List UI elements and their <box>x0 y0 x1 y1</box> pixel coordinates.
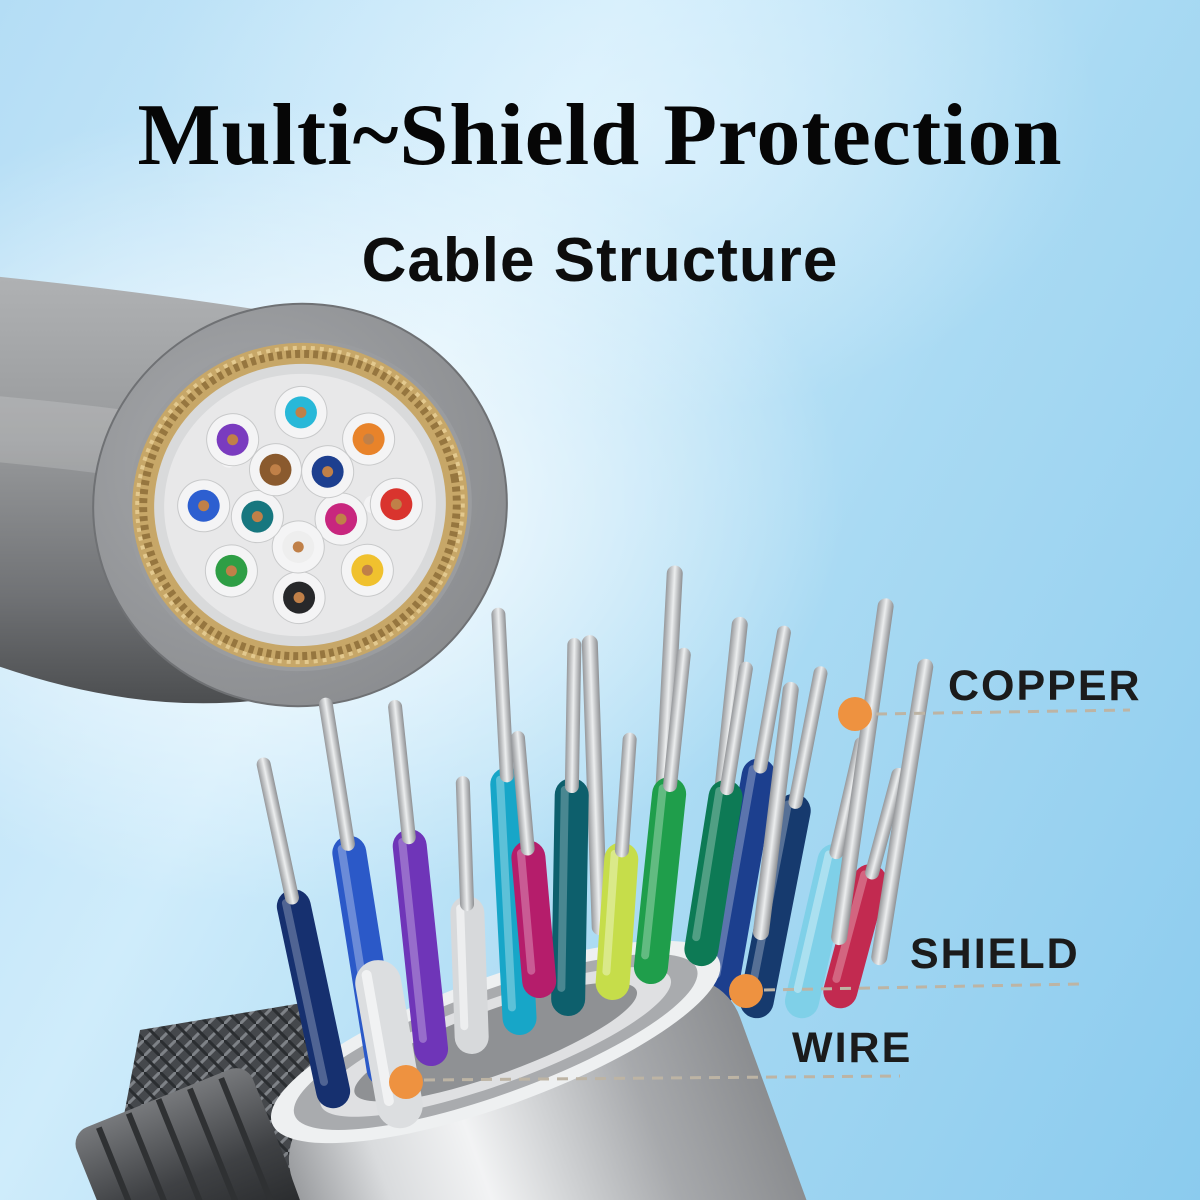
braid-texture <box>139 349 461 661</box>
cross-section-wire <box>206 413 260 467</box>
bundle-wire <box>704 625 791 1004</box>
cross-section-wires <box>177 385 423 625</box>
copper-callout: COPPER <box>838 662 1142 731</box>
conductor-strand <box>752 681 799 941</box>
page-subtitle: Cable Structure <box>361 226 839 295</box>
bundle-wire <box>823 767 906 1009</box>
cross-section-wire <box>177 479 231 533</box>
wire-label: WIRE <box>792 1024 912 1072</box>
shield-callout-dot <box>729 974 763 1008</box>
shield-label: SHIELD <box>910 930 1080 978</box>
copper-callout-dot <box>838 697 872 731</box>
conductor-strand <box>581 635 608 936</box>
bundle-wire <box>256 757 351 1109</box>
conductor-strand <box>831 598 894 946</box>
shield-callout-line <box>763 982 1081 992</box>
cross-section-wire <box>272 571 326 625</box>
cross-section-wire <box>249 443 303 497</box>
wire-callout: WIRE <box>389 1024 912 1099</box>
wire-callout-line <box>423 1074 901 1082</box>
front-wires <box>256 607 753 1129</box>
cross-section-wire <box>204 544 258 598</box>
cross-section-wire <box>314 492 368 546</box>
cross-section-wire <box>369 477 423 531</box>
bundle-wire <box>551 638 589 1017</box>
cross-section-wire <box>301 445 355 499</box>
cross-section-wire <box>271 520 325 574</box>
bundle-wire <box>595 732 639 1001</box>
page-title: Multi~Shield Protection <box>137 87 1063 184</box>
bundle-wire <box>388 699 449 1067</box>
cable-cross-section <box>92 302 508 708</box>
copper-callout-line <box>875 708 1131 716</box>
bundle-wire <box>510 730 557 999</box>
bundle-wire <box>450 776 489 1055</box>
bundle-wire <box>684 661 753 967</box>
cross-section-wire <box>274 385 328 439</box>
cross-section-wire <box>342 412 396 466</box>
cross-section-wire <box>340 543 394 597</box>
copper-label: COPPER <box>948 662 1142 710</box>
shield-callout: SHIELD <box>729 930 1081 1008</box>
cross-section-wire <box>230 490 284 544</box>
bundle-wire <box>633 647 691 985</box>
connector-nut <box>75 1068 305 1200</box>
conductor-strand <box>871 658 934 966</box>
cut-cable <box>0 276 508 708</box>
wire-callout-dot <box>389 1065 423 1099</box>
